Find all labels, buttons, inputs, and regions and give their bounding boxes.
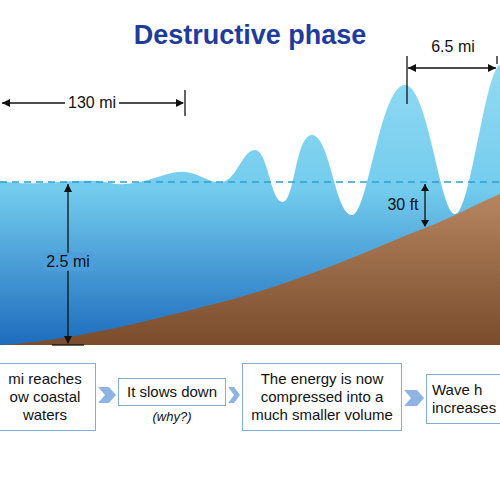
dimension-6-5mi <box>407 56 497 104</box>
step-text: Wave h increases <box>432 381 500 417</box>
step-text: The energy is now compressed into a much… <box>249 370 395 424</box>
dimension-30ft <box>421 184 429 227</box>
flow-step-box: It slows down (why?) <box>118 378 226 425</box>
dimension-label: 6.5 mi <box>428 38 478 56</box>
step-text: mi reaches ow coastal waters <box>5 370 85 424</box>
chevron-arrow <box>404 390 424 406</box>
sea-level-line <box>0 181 500 183</box>
chevron-arrow <box>228 387 240 403</box>
dimension-label: 2.5 mi <box>43 253 93 271</box>
chevron-arrow <box>98 387 116 403</box>
dimension-label: 30 ft <box>384 196 421 214</box>
diagram-title: Destructive phase <box>0 20 500 51</box>
note-text: (why?) <box>118 409 226 425</box>
flow-step-box: The energy is now compressed into a much… <box>242 363 402 431</box>
ocean-water <box>0 65 500 345</box>
flow-step-box: mi reaches ow coastal waters <box>0 363 96 431</box>
flow-step-box-label: It slows down <box>118 378 226 406</box>
flow-step-box: Wave h increases <box>426 374 500 424</box>
dimension-130mi <box>2 90 185 116</box>
dimension-label: 130 mi <box>65 94 119 112</box>
